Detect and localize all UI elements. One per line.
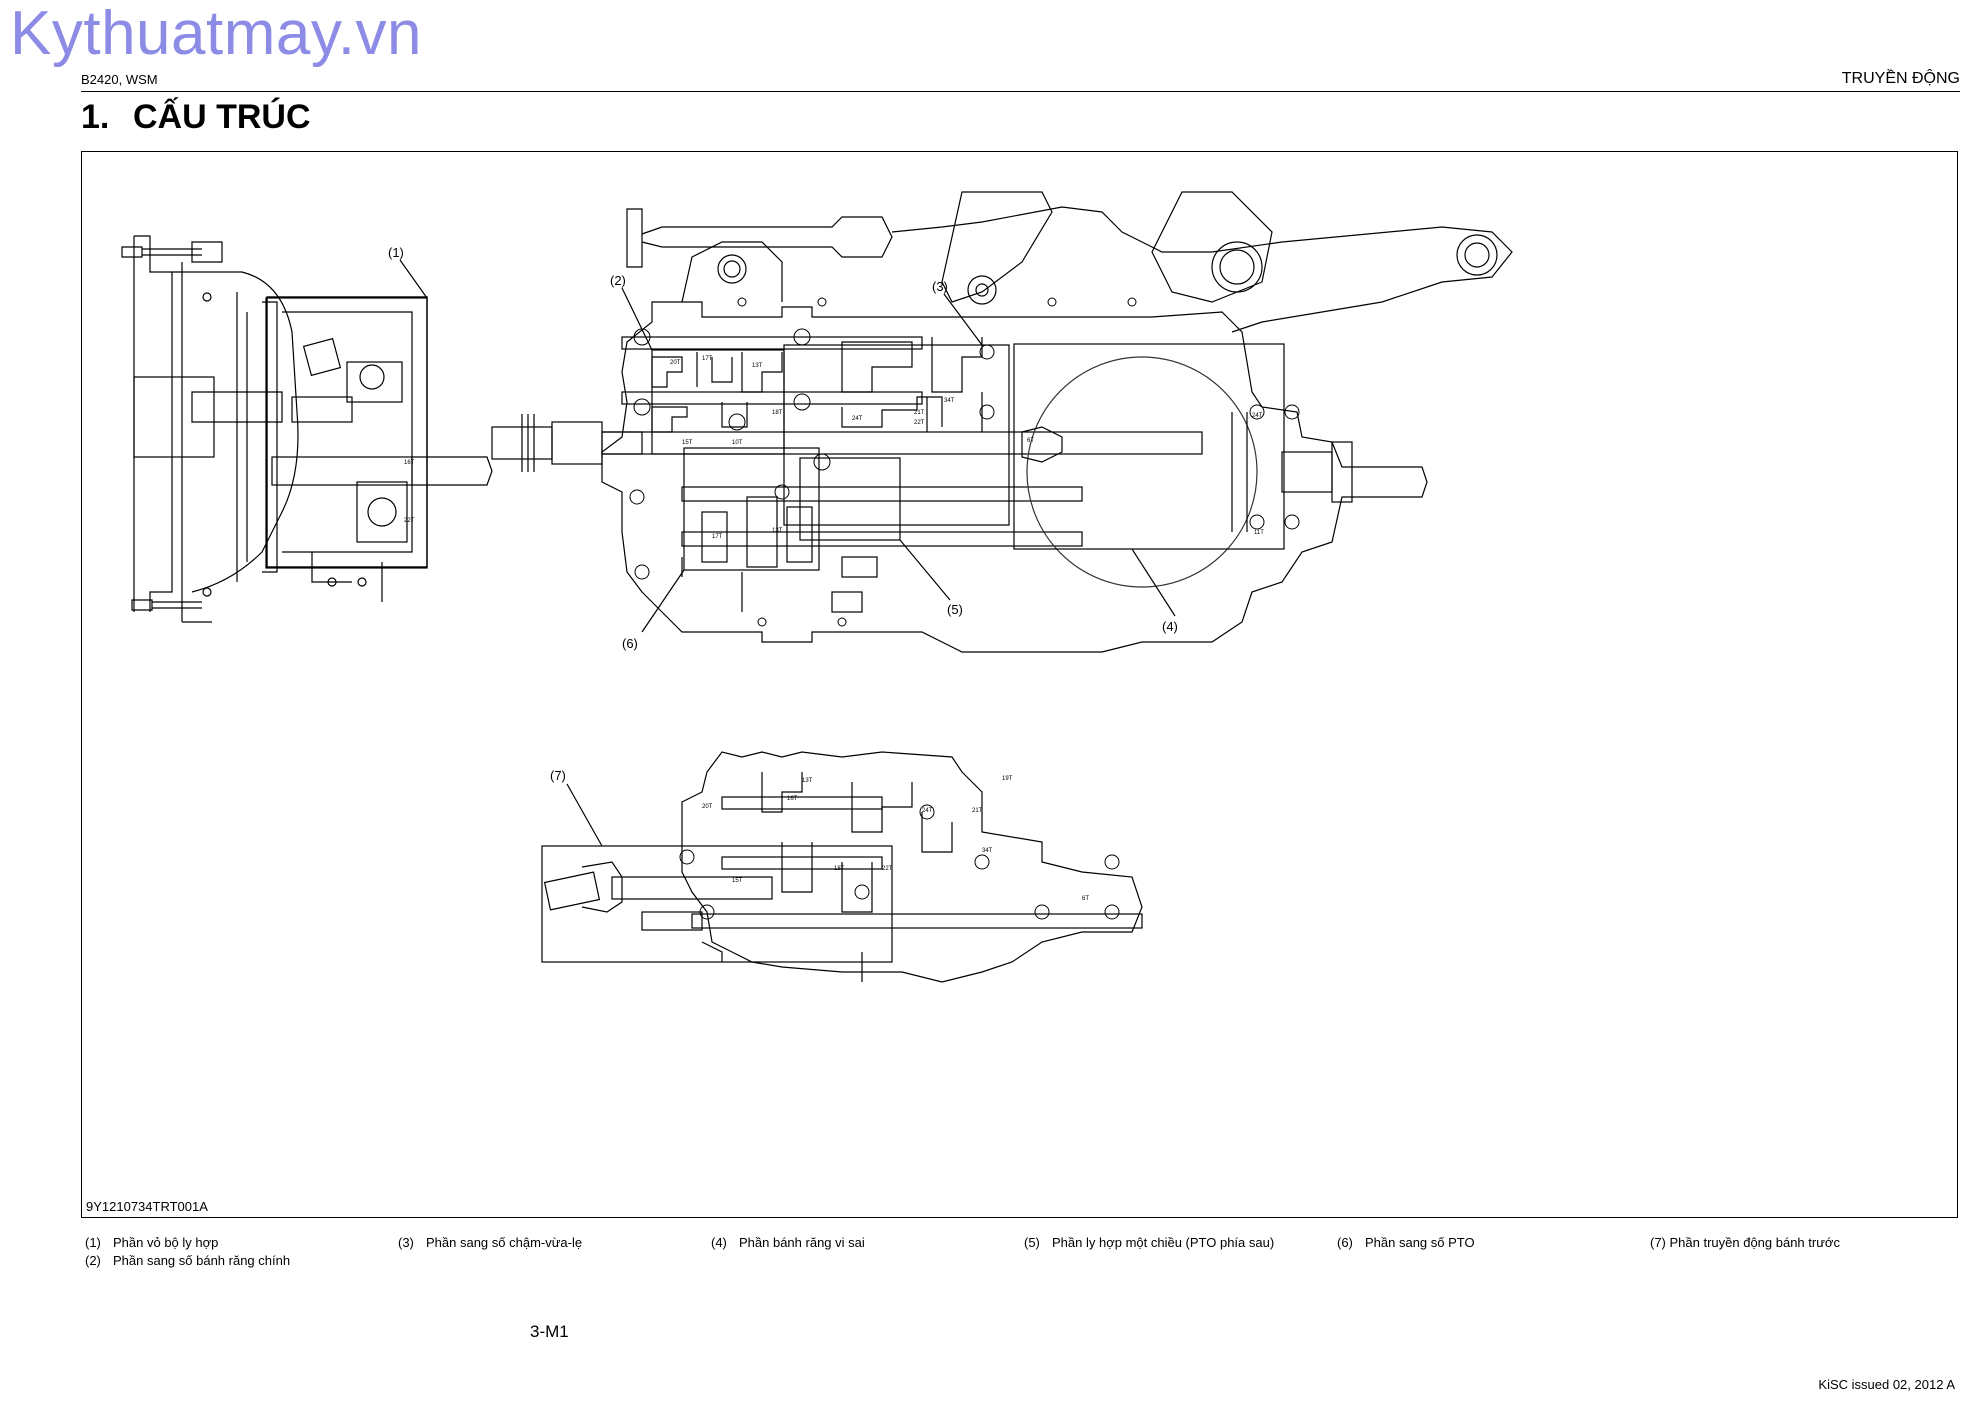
callout-box-7 bbox=[541, 845, 893, 963]
section-number: 1. bbox=[81, 98, 110, 136]
callout-label-3: (3) bbox=[932, 279, 948, 294]
callout-label-5: (5) bbox=[947, 602, 963, 617]
main-transmission-drawing bbox=[491, 191, 1513, 653]
tooth-label: 18T bbox=[772, 410, 783, 416]
tooth-label: 6T bbox=[1082, 896, 1089, 902]
callout-label-4: (4) bbox=[1162, 619, 1178, 634]
tooth-label: 11T bbox=[1254, 530, 1264, 536]
legend-item-5: (5) Phần ly hợp một chiều (PTO phía sau) bbox=[1024, 1234, 1274, 1252]
leader-line-7 bbox=[566, 783, 603, 847]
callout-box-4 bbox=[1013, 343, 1285, 550]
legend-num: (6) bbox=[1337, 1235, 1353, 1250]
legend-item-2: (2) Phần sang số bánh răng chính bbox=[85, 1252, 290, 1270]
callout-box-5 bbox=[799, 457, 901, 541]
tooth-label: 22T bbox=[914, 420, 925, 426]
callout-label-1: (1) bbox=[388, 245, 404, 260]
legend-item-6: (6) Phần sang số PTO bbox=[1337, 1234, 1475, 1252]
tooth-label: 18T bbox=[834, 866, 845, 872]
watermark: Kythuatmay.vn bbox=[10, 0, 422, 68]
legend-col-4: (5) Phần ly hợp một chiều (PTO phía sau) bbox=[1024, 1234, 1274, 1252]
tooth-label: 24T bbox=[922, 808, 933, 814]
callout-label-7: (7) bbox=[550, 768, 566, 783]
legend-text: Phần ly hợp một chiều (PTO phía sau) bbox=[1052, 1235, 1275, 1250]
leader-line-2 bbox=[621, 287, 653, 351]
transmission-diagram: (1) (2) (3) (4) (5) (6) (7) 16T 22T 20T … bbox=[81, 151, 1958, 1218]
section-title: 1. CẤU TRÚC bbox=[81, 98, 311, 137]
legend-num: (5) bbox=[1024, 1235, 1040, 1250]
legend-text: Phần bánh răng vi sai bbox=[739, 1235, 865, 1250]
tooth-label: 34T bbox=[944, 398, 955, 404]
tooth-label: 24T bbox=[1252, 413, 1263, 419]
issue-note: KiSC issued 02, 2012 A bbox=[1818, 1377, 1955, 1392]
legend-item-3: (3) Phần sang số chậm-vừa-lẹ bbox=[398, 1234, 582, 1252]
tooth-label: 20T bbox=[670, 360, 681, 366]
leader-line-1 bbox=[399, 259, 428, 299]
legend-item-1: (1) Phần vỏ bộ ly hợp bbox=[85, 1234, 290, 1252]
legend-col-6: (7) Phần truyền động bánh trước bbox=[1650, 1234, 1840, 1252]
tooth-label: 34T bbox=[982, 848, 993, 854]
legend-num: (1) bbox=[85, 1235, 101, 1250]
legend-text: Phần vỏ bộ ly hợp bbox=[113, 1235, 219, 1250]
tooth-label: 21T bbox=[972, 808, 983, 814]
leader-line-4 bbox=[1131, 548, 1176, 617]
tooth-label: 13T bbox=[802, 778, 813, 784]
legend-num: (3) bbox=[398, 1235, 414, 1250]
callout-label-6: (6) bbox=[622, 636, 638, 651]
leader-line-6 bbox=[641, 569, 685, 633]
callout-label-2: (2) bbox=[610, 273, 626, 288]
tooth-label: 24T bbox=[852, 416, 863, 422]
page-number: 3-M1 bbox=[530, 1322, 569, 1341]
legend-col-3: (4) Phần bánh răng vi sai bbox=[711, 1234, 865, 1252]
legend-text: Phần sang số chậm-vừa-lẹ bbox=[426, 1235, 583, 1250]
header-chapter: TRUYỀN ĐỘNG bbox=[1841, 70, 1960, 87]
legend-text: Phần sang số PTO bbox=[1365, 1235, 1475, 1250]
header-manual-code: B2420, WSM bbox=[81, 72, 158, 87]
callout-box-3 bbox=[783, 344, 1010, 526]
transmission-drawing: (1) (2) (3) (4) (5) (6) (7) 16T 22T 20T … bbox=[121, 191, 1513, 983]
callout-box-1 bbox=[265, 297, 428, 569]
leader-line-5 bbox=[899, 539, 951, 601]
figure-code: 9Y1210734TRT001A bbox=[86, 1199, 208, 1214]
tooth-label: 16T bbox=[787, 796, 798, 802]
tooth-label: 22T bbox=[404, 518, 415, 524]
legend-text: Phần sang số bánh răng chính bbox=[113, 1253, 291, 1268]
leader-line-3 bbox=[943, 293, 983, 346]
tooth-label: 15T bbox=[682, 440, 693, 446]
tooth-label: 19T bbox=[1002, 776, 1013, 782]
callout-box-6 bbox=[683, 447, 820, 571]
legend-num: (4) bbox=[711, 1235, 727, 1250]
front-drive-drawing bbox=[543, 751, 1143, 983]
tooth-label: 10T bbox=[732, 440, 743, 446]
tooth-label: 22T bbox=[882, 866, 893, 872]
tooth-label: 20T bbox=[702, 804, 713, 810]
legend-col-5: (6) Phần sang số PTO bbox=[1337, 1234, 1475, 1252]
legend-item-4: (4) Phần bánh răng vi sai bbox=[711, 1234, 865, 1252]
legend-text: (7) Phần truyền động bánh trước bbox=[1650, 1235, 1840, 1250]
tooth-label: 13T bbox=[772, 528, 783, 534]
tooth-label: 16T bbox=[404, 460, 415, 466]
clutch-housing-drawing bbox=[121, 235, 493, 623]
tooth-label: 17T bbox=[712, 534, 723, 540]
tooth-label: 13T bbox=[752, 363, 763, 369]
legend-item-7: (7) Phần truyền động bánh trước bbox=[1650, 1234, 1840, 1252]
tooth-label: 6T bbox=[1027, 438, 1034, 444]
tooth-label: 17T bbox=[702, 356, 713, 362]
tooth-label: 21T bbox=[914, 410, 925, 416]
legend-num: (2) bbox=[85, 1253, 101, 1268]
tooth-label: 15T bbox=[732, 878, 743, 884]
legend-col-1: (1) Phần vỏ bộ ly hợp (2) Phần sang số bán… bbox=[85, 1234, 290, 1270]
section-title-text: CẤU TRÚC bbox=[133, 98, 311, 136]
legend-col-2: (3) Phần sang số chậm-vừa-lẹ bbox=[398, 1234, 582, 1252]
header-rule bbox=[81, 91, 1960, 92]
